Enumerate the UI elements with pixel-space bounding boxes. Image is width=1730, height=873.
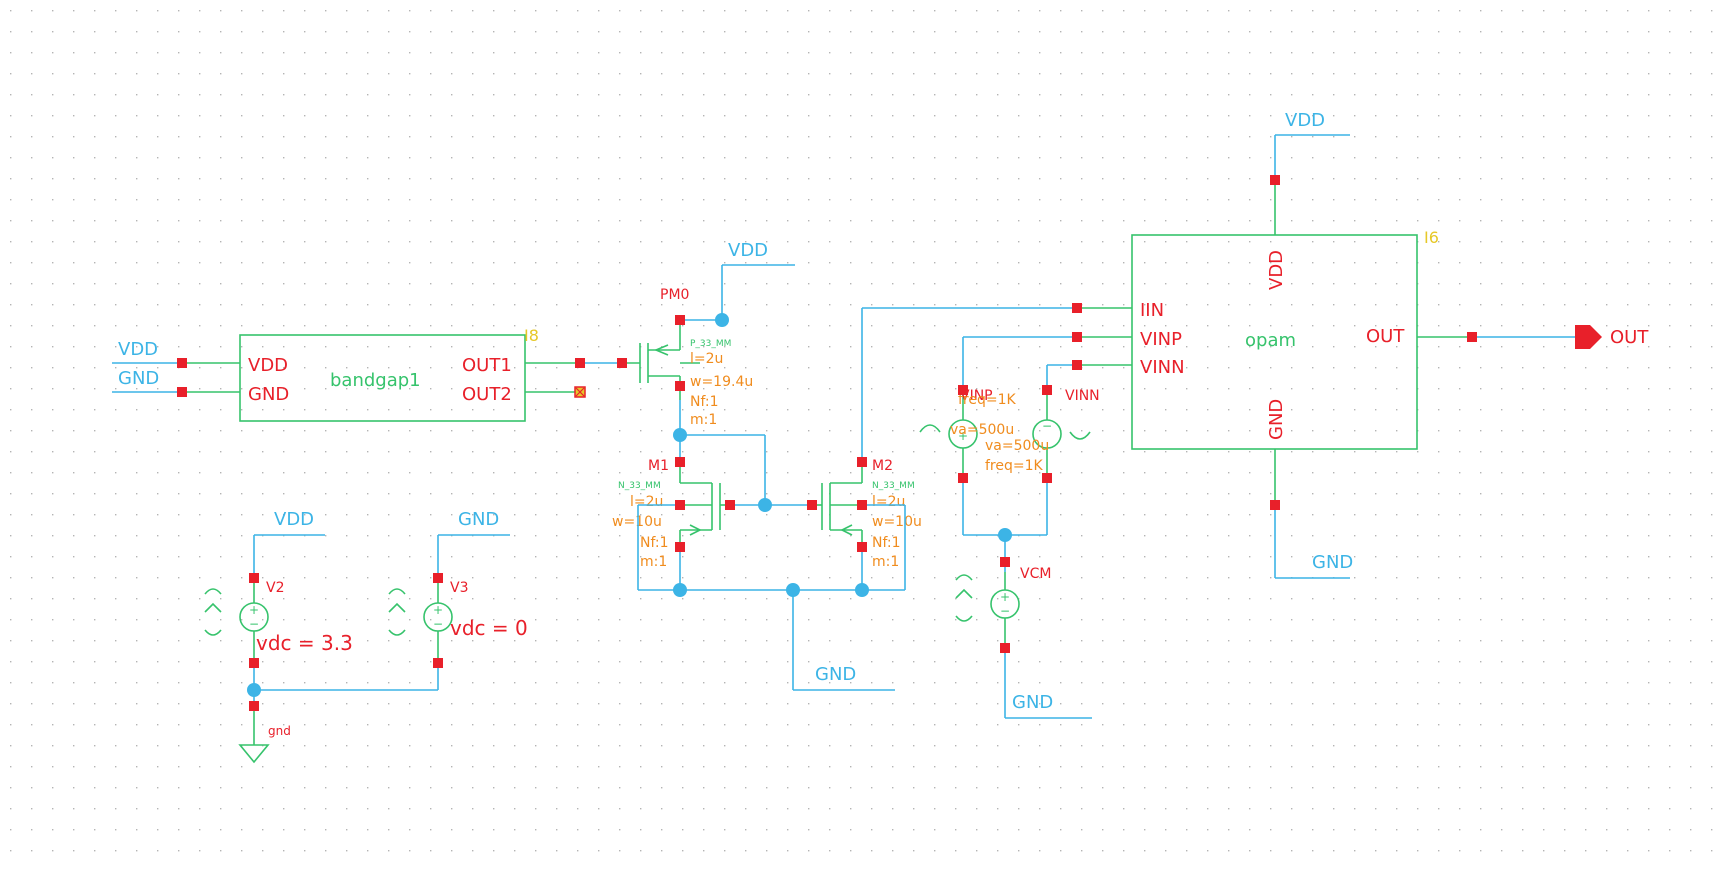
net-label-gnd-vcm: GND: [1012, 692, 1053, 713]
pm0-m: m:1: [690, 412, 717, 428]
v3-name: V3: [450, 580, 468, 596]
opamp-pin-iin: IIN: [1140, 300, 1164, 321]
vsource-vinp[interactable]: + VINP freq=1K va=500u: [919, 388, 1017, 478]
opamp-instance[interactable]: IIN VINP VINN OUT opam I6 VDD GND: [1077, 180, 1472, 505]
m2-length: l=2u: [872, 494, 905, 510]
net-label-vdd-v2: VDD: [274, 509, 314, 530]
pm0-width: w=19.4u: [690, 374, 753, 390]
m1-length: l=2u: [630, 494, 663, 510]
svg-text:+: +: [249, 603, 259, 617]
net-label-gnd-mirror: GND: [815, 664, 856, 685]
net-label-gnd-opamp: GND: [1312, 552, 1353, 573]
v2-name: V2: [266, 580, 284, 596]
junction-dots: [247, 313, 1012, 697]
opamp-pin-vinn: VINN: [1140, 357, 1185, 378]
output-port-icon: [1575, 325, 1602, 349]
m1-nf: Nf:1: [640, 535, 669, 551]
svg-text:+: +: [958, 429, 968, 443]
m2-m: m:1: [872, 554, 899, 570]
nmos-m2[interactable]: M2 N_33_MM l=2u w=10u Nf:1 m:1: [812, 458, 922, 570]
pm0-length: l=2u: [690, 351, 723, 367]
m1-width: w=10u: [612, 514, 662, 530]
m1-model: N_33_MM: [618, 481, 661, 491]
m2-model: N_33_MM: [872, 481, 915, 491]
opamp-pin-gnd: GND: [1266, 399, 1287, 440]
vcm-name: VCM: [1020, 566, 1051, 582]
output-port[interactable]: OUT: [1575, 325, 1649, 349]
opamp-pin-vinp: VINP: [1140, 329, 1182, 350]
pmos-pm0[interactable]: PM0 P_33_MM l=2u w=19.4u Nf:1 m:1: [622, 287, 753, 428]
bandgap-cell-name: bandgap1: [330, 370, 421, 391]
vinp-src-freq: freq=1K: [958, 392, 1017, 408]
opamp-pin-out: OUT: [1366, 326, 1405, 347]
bandgap-pin-out1: OUT1: [462, 355, 512, 376]
opamp-instance-id: I6: [1424, 228, 1439, 247]
vsource-v2[interactable]: + − V2 vdc = 3.3: [204, 578, 353, 663]
opamp-cell-name: opam: [1245, 330, 1296, 351]
vinn-src-name: VINN: [1065, 388, 1100, 404]
m2-width: w=10u: [872, 514, 922, 530]
net-label-gnd-bandgap: GND: [118, 368, 159, 389]
pin-markers: [177, 175, 1477, 711]
m1-name: M1: [648, 458, 669, 474]
output-port-label: OUT: [1610, 327, 1649, 348]
net-label-vdd-opamp: VDD: [1285, 110, 1325, 131]
vinp-src-va: va=500u: [950, 422, 1014, 438]
bandgap-pin-vdd: VDD: [248, 355, 288, 376]
vsource-v3[interactable]: + − V3 vdc = 0: [388, 578, 528, 663]
opamp-pin-vdd: VDD: [1266, 250, 1287, 290]
ground-symbol: gnd: [238, 706, 291, 764]
svg-text:+: +: [1000, 590, 1010, 604]
pm0-nf: Nf:1: [690, 394, 719, 410]
m2-name: M2: [872, 458, 893, 474]
v3-value: vdc = 0: [450, 616, 528, 640]
m1-m: m:1: [640, 554, 667, 570]
vinp-src-name: VINP: [960, 388, 993, 404]
svg-text:−: −: [249, 617, 259, 631]
svg-text:−: −: [1042, 419, 1052, 433]
nmos-m1[interactable]: M1 N_33_MM l=2u w=10u Nf:1 m:1: [612, 458, 730, 570]
bandgap-instance-id: I8: [524, 326, 539, 345]
bandgap-pin-gnd: GND: [248, 384, 289, 405]
pm0-name: PM0: [660, 287, 689, 303]
net-label-vdd-bandgap: VDD: [118, 339, 158, 360]
pm0-model: P_33_MM: [690, 339, 731, 349]
svg-text:−: −: [433, 617, 443, 631]
net-label-gnd-v3: GND: [458, 509, 499, 530]
vinn-src-freq: freq=1K: [985, 458, 1044, 474]
v2-value: vdc = 3.3: [256, 631, 353, 655]
net-label-vdd-pm0: VDD: [728, 240, 768, 261]
bandgap-body: [239, 334, 526, 422]
m2-nf: Nf:1: [872, 535, 901, 551]
vinn-src-va: va=500u: [985, 438, 1049, 454]
svg-text:−: −: [1000, 604, 1010, 618]
ground-label: gnd: [268, 724, 291, 738]
bandgap-pin-out2: OUT2: [462, 384, 512, 405]
bandgap-instance[interactable]: VDD GND OUT1 OUT2 bandgap1 I8: [182, 326, 580, 422]
svg-text:+: +: [433, 603, 443, 617]
